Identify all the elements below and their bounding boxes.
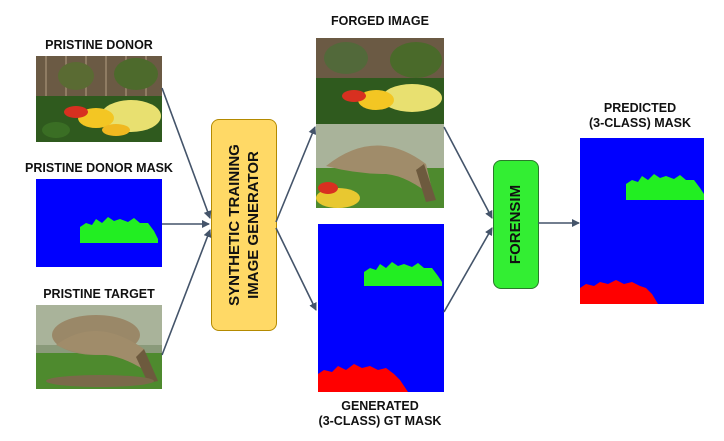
generated-mask-label-line1: GENERATED [341, 399, 419, 413]
arrow-generator-to-forged [275, 126, 317, 223]
predicted-mask-label: PREDICTED (3-CLASS) MASK [578, 101, 702, 131]
arrow-gt-mask-to-forensim [443, 227, 493, 313]
forensim-text: FORENSIM [507, 184, 525, 265]
pristine-donor-photo [36, 56, 162, 142]
arrow-donor-to-generator [161, 87, 212, 219]
pristine-donor-mask-label: PRISTINE DONOR MASK [25, 161, 173, 175]
predicted-mask-label-line2: (3-CLASS) MASK [588, 116, 692, 130]
predicted-mask [580, 138, 704, 304]
pristine-target-image [36, 305, 162, 389]
generated-mask-label: GENERATED (3-CLASS) GT MASK [310, 399, 450, 429]
generated-mask-label-line2: (3-CLASS) GT MASK [318, 414, 442, 428]
forged-image [316, 38, 444, 208]
pristine-target-photo [36, 305, 162, 389]
predicted-mask-label-line1: PREDICTED [603, 101, 677, 115]
synthetic-training-image-generator: SYNTHETIC TRAINING IMAGE GENERATOR [211, 119, 277, 331]
arrow-generator-to-gt-mask [275, 227, 317, 311]
generated-gt-mask [318, 224, 444, 392]
pristine-donor-mask [36, 179, 162, 267]
pristine-donor-mask-shape [80, 217, 158, 243]
pristine-target-label: PRISTINE TARGET [43, 287, 155, 301]
generator-line2: IMAGE GENERATOR [245, 151, 263, 299]
pristine-donor-image [36, 56, 162, 142]
forged-image-label: FORGED IMAGE [331, 14, 429, 28]
predicted-mask-shapes [580, 174, 704, 304]
pristine-donor-label: PRISTINE DONOR [45, 38, 153, 52]
generator-text: SYNTHETIC TRAINING IMAGE GENERATOR [225, 144, 263, 306]
generated-gt-mask-shapes [318, 262, 442, 392]
forged-image-photo [316, 38, 444, 208]
arrow-target-to-generator [161, 229, 212, 356]
forensim-model: FORENSIM [493, 160, 539, 289]
generator-line1: SYNTHETIC TRAINING [226, 144, 244, 306]
arrow-forged-to-forensim [443, 126, 493, 219]
